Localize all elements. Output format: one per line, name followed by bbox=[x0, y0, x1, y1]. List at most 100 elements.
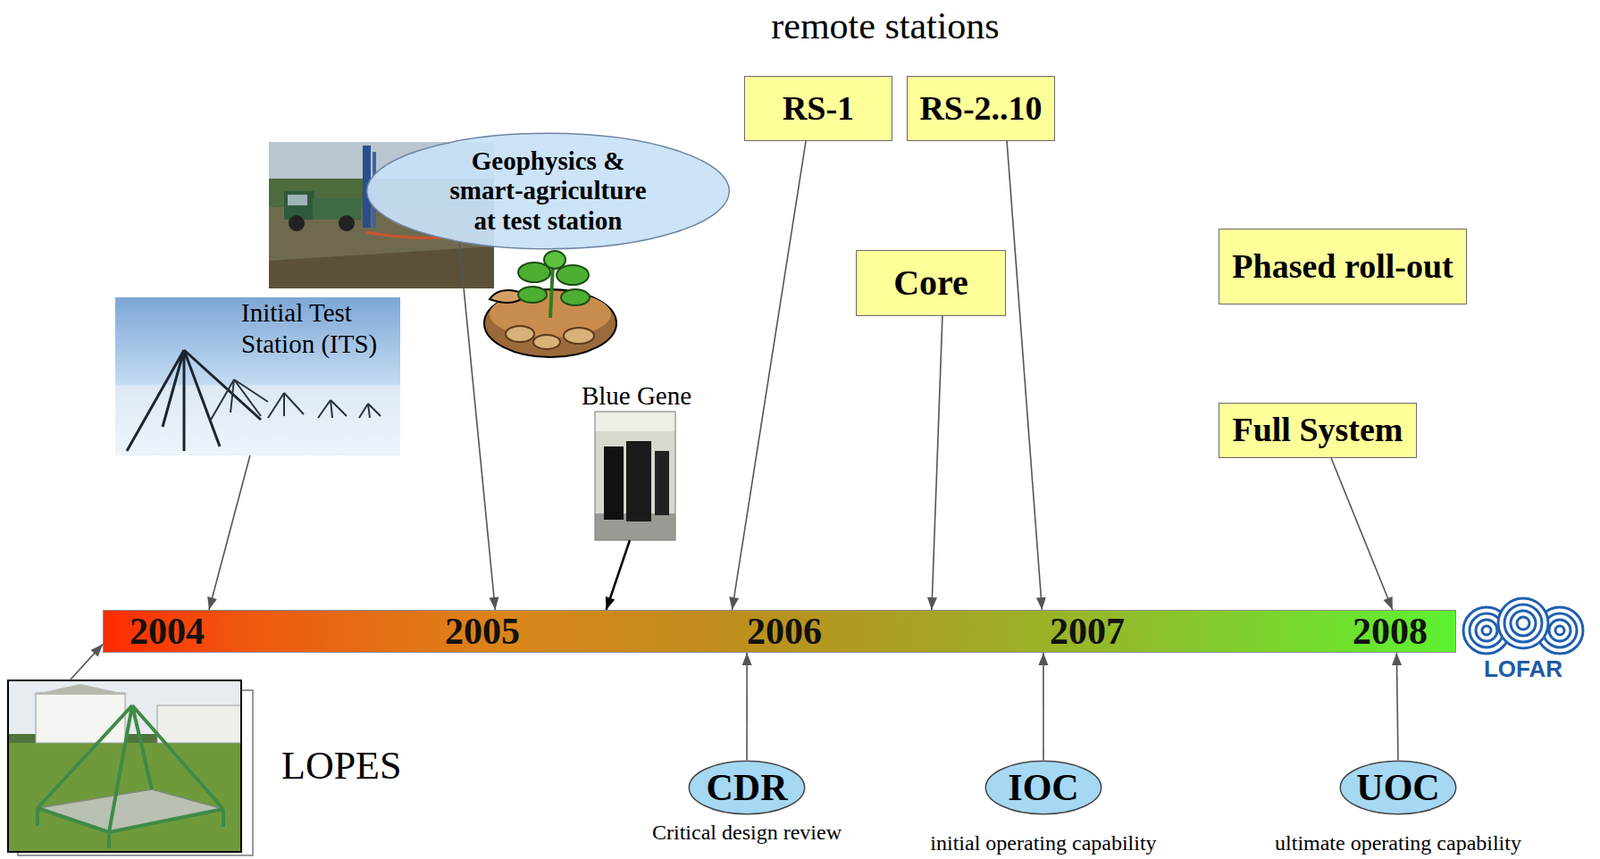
connector-line bbox=[1006, 141, 1042, 611]
connector-line bbox=[1396, 653, 1399, 761]
arrow-head bbox=[489, 597, 500, 611]
milestone-oval: CDRCritical design review bbox=[630, 760, 863, 845]
picture-node: LOPES bbox=[8, 680, 419, 853]
its-photo bbox=[359, 403, 381, 419]
lopes-photo bbox=[32, 684, 129, 696]
arrow-head bbox=[927, 597, 938, 611]
milestone-oval: UOC ultimate operating capability bbox=[1255, 760, 1542, 855]
lopes-photo bbox=[8, 680, 242, 853]
connector-line bbox=[931, 316, 943, 611]
box-label: RS-2..10 bbox=[919, 89, 1042, 129]
milestone-caption: initial operating capability bbox=[929, 831, 1157, 855]
process-box: Core bbox=[855, 250, 1006, 317]
lofar-logo bbox=[1504, 604, 1542, 643]
connector-arrow bbox=[605, 540, 630, 611]
drilling-photo bbox=[312, 198, 361, 220]
lopes-photo bbox=[8, 680, 242, 853]
plant-clipart bbox=[556, 265, 589, 285]
blue-gene-photo bbox=[594, 411, 676, 541]
lofar-logo bbox=[1475, 619, 1498, 642]
box-label: Phased roll-out bbox=[1231, 247, 1453, 287]
arrow-head bbox=[605, 596, 615, 611]
group-label: remote stations bbox=[770, 5, 999, 47]
lopes-photo bbox=[37, 705, 224, 849]
process-box: RS-1 bbox=[744, 75, 893, 142]
lofar-logo bbox=[1510, 611, 1536, 637]
milestone-ellipse bbox=[1340, 761, 1456, 815]
milestone-ellipse: UOC bbox=[1339, 760, 1458, 816]
its-photo bbox=[126, 350, 261, 452]
connector-arrow bbox=[728, 141, 806, 611]
plant-clipart bbox=[518, 286, 547, 303]
arrow-head bbox=[91, 644, 103, 657]
drilling-photo bbox=[288, 215, 305, 232]
plant-clipart bbox=[561, 289, 590, 306]
ellipse-label: Geophysics & smart-agriculture at test s… bbox=[442, 146, 654, 236]
its-photo bbox=[115, 297, 401, 456]
connector-arrow bbox=[459, 242, 499, 611]
box-label: Full System bbox=[1231, 410, 1403, 451]
milestone-ellipse bbox=[688, 761, 805, 815]
lofar-logo bbox=[1498, 598, 1549, 649]
plant-clipart bbox=[484, 251, 617, 358]
lofar-logo bbox=[1549, 619, 1571, 642]
milestone-label: UOC bbox=[1356, 769, 1440, 807]
connector-arrow bbox=[69, 644, 103, 681]
arrow-head bbox=[1382, 596, 1392, 611]
ellipse-note: Geophysics & smart-agriculture at test s… bbox=[365, 132, 731, 251]
picture-node: Blue Gene bbox=[576, 382, 697, 541]
drilling-photo bbox=[284, 191, 315, 220]
milestone-ellipse bbox=[985, 761, 1101, 815]
photo-caption: Blue Gene bbox=[581, 382, 692, 411]
plant-clipart bbox=[544, 251, 566, 269]
arrow-head bbox=[742, 653, 753, 666]
plant-clipart bbox=[563, 327, 595, 344]
connector-arrow bbox=[207, 455, 251, 611]
connector-line bbox=[745, 653, 748, 761]
lofar-logo bbox=[1516, 617, 1530, 630]
year-label: 2008 bbox=[1352, 611, 1428, 653]
milestone-label: IOC bbox=[1007, 769, 1079, 807]
lopes-photo bbox=[37, 789, 224, 833]
connector-line bbox=[1042, 653, 1045, 761]
connector-line bbox=[731, 141, 806, 611]
lopes-photo bbox=[8, 741, 242, 853]
plant-clipart bbox=[533, 335, 561, 350]
box-label: Core bbox=[893, 262, 969, 304]
year-label: 2006 bbox=[746, 611, 822, 653]
logo-text: LOFAR bbox=[1482, 656, 1565, 683]
connector-line bbox=[606, 540, 630, 611]
connector-arrow bbox=[742, 653, 753, 761]
arrow-head bbox=[728, 596, 739, 611]
year-label: 2004 bbox=[129, 611, 205, 653]
lopes-photo bbox=[37, 808, 224, 849]
connector-arrow bbox=[1331, 458, 1393, 611]
its-photo bbox=[115, 297, 401, 456]
lopes-photo bbox=[8, 680, 253, 856]
year-label: 2007 bbox=[1049, 611, 1125, 653]
milestone-ellipse: IOC bbox=[984, 760, 1103, 816]
connector-line bbox=[1331, 458, 1393, 611]
milestone-oval: IOC initial operating capability bbox=[909, 760, 1178, 855]
photo-caption: LOPES bbox=[281, 745, 402, 788]
arrow-head bbox=[207, 596, 218, 611]
connector-line bbox=[459, 242, 495, 611]
milestone-caption: ultimate operating capability bbox=[1274, 831, 1522, 855]
its-photo bbox=[318, 400, 347, 419]
connector-arrow bbox=[927, 316, 943, 611]
arrow-head bbox=[1391, 653, 1402, 666]
process-box: Phased roll-out bbox=[1218, 228, 1467, 305]
drilling-photo bbox=[338, 215, 355, 232]
year-label: 2005 bbox=[444, 611, 520, 653]
box-label: RS-1 bbox=[782, 89, 855, 129]
lopes-photo bbox=[157, 705, 242, 744]
blue-gene-photo bbox=[594, 411, 676, 541]
lofar-logo bbox=[1482, 626, 1492, 636]
drilling-photo bbox=[287, 194, 308, 206]
blue-gene-photo bbox=[603, 446, 624, 520]
lofar-logo bbox=[1555, 626, 1565, 636]
timeline-bar: 2004 2005 2006 2007 2008 bbox=[102, 610, 1457, 654]
blue-gene-photo bbox=[594, 411, 676, 541]
lopes-photo bbox=[35, 693, 126, 744]
